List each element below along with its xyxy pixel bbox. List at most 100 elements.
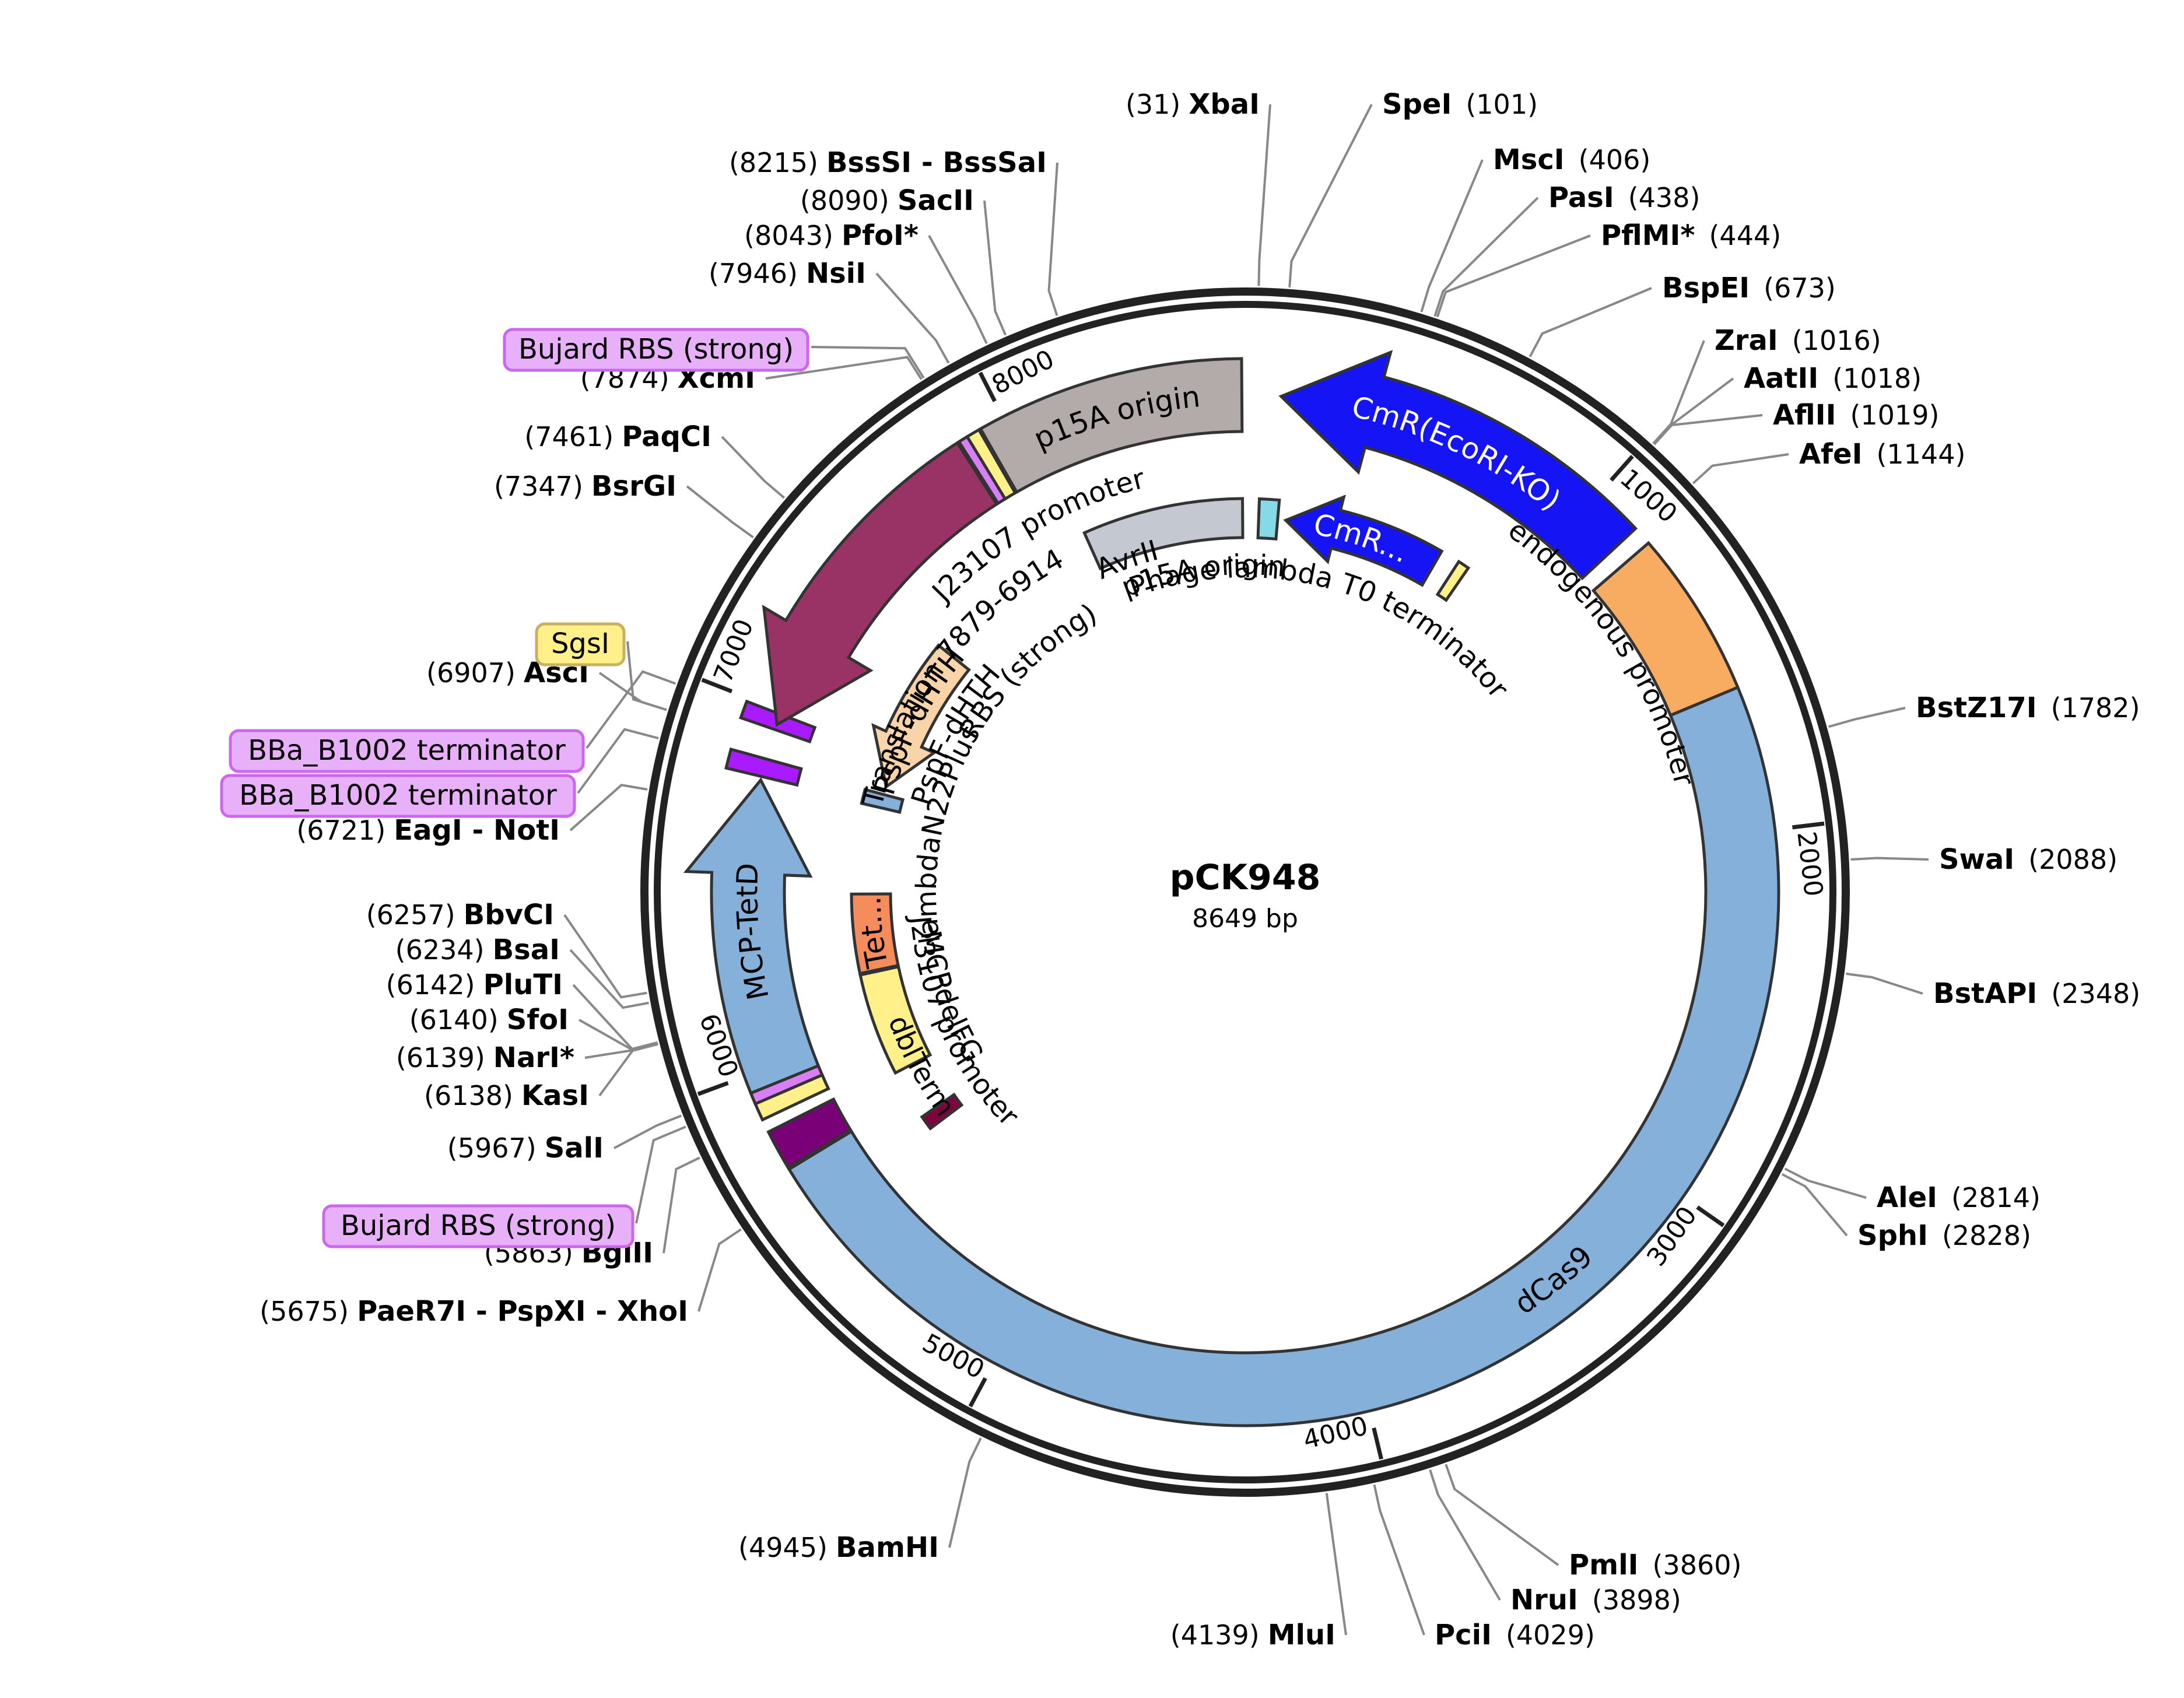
site-label: (6138)KasI bbox=[424, 1079, 589, 1112]
site-position: (3860) bbox=[1653, 1549, 1742, 1581]
site-position: (1016) bbox=[1792, 325, 1881, 356]
feature-tag-sgsi: SgsI bbox=[535, 622, 626, 666]
site-enzyme-name: PaqCI bbox=[622, 420, 711, 453]
site-position: (7946) bbox=[709, 258, 798, 289]
restriction-site-pluti: (6142)PluTI bbox=[386, 969, 563, 1001]
site-leader-line bbox=[1850, 857, 1929, 861]
feature-lambdan22plus bbox=[860, 787, 905, 814]
restriction-site-paer7i-pspxi-xhoi: (5675)PaeR7I - PspXI - XhoI bbox=[260, 1295, 688, 1328]
site-leader-line bbox=[697, 1228, 742, 1312]
site-label: SpeI(101) bbox=[1382, 88, 1538, 121]
tick-mark bbox=[1372, 1427, 1383, 1460]
backbone-outer-ring bbox=[640, 287, 1850, 1497]
feature-p15a-origin bbox=[1082, 497, 1245, 571]
box-leader-line bbox=[586, 670, 676, 749]
feature-tag-bujard-rbs-strong: Bujard RBS (strong) bbox=[322, 1204, 634, 1248]
site-label: PflMI*(444) bbox=[1601, 219, 1781, 252]
site-enzyme-name: SwaI bbox=[1939, 843, 2014, 876]
site-position: (6234) bbox=[395, 934, 485, 966]
site-label: BstAPI(2348) bbox=[1933, 977, 2140, 1010]
plasmid-name: pCK948 bbox=[1170, 857, 1321, 898]
site-label: PasI(438) bbox=[1548, 181, 1700, 214]
feature-bba-b1002-terminator bbox=[724, 747, 803, 787]
site-position: (438) bbox=[1628, 182, 1701, 213]
site-label: (6234)BsaI bbox=[395, 934, 560, 966]
restriction-site-pasi: PasI(438) bbox=[1548, 181, 1700, 214]
boxed-feature-labels: Bujard RBS (strong) SgsI BBa_B1002 termina… bbox=[220, 328, 925, 1248]
feature-tag-bujard-rbs-strong: Bujard RBS (strong) bbox=[503, 328, 809, 372]
site-leader-line bbox=[1653, 377, 1734, 445]
feature-mcpdelfg bbox=[858, 964, 933, 1075]
feature-tag-bba-b1002-terminator: BBa_B1002 terminator bbox=[229, 729, 585, 773]
site-leader-line bbox=[875, 272, 950, 364]
restriction-site-bstz17i: BstZ17I (1782) bbox=[1916, 692, 2140, 724]
restriction-site-paqci: (7461)PaqCI bbox=[524, 420, 711, 453]
site-leader-line bbox=[1784, 1167, 1867, 1199]
site-label: NruI(3898) bbox=[1510, 1584, 1681, 1616]
box-leader-line bbox=[811, 346, 925, 379]
center-title: pCK948 8649 bp bbox=[1170, 857, 1321, 934]
plasmid-length: 8649 bp bbox=[1192, 904, 1298, 934]
site-position: (5967) bbox=[447, 1132, 537, 1164]
restriction-site-afei: AfeI(1144) bbox=[1799, 438, 1965, 471]
feature-mcp-tetd bbox=[683, 777, 821, 1095]
site-label: (31)XbaI bbox=[1126, 88, 1260, 121]
site-enzyme-name: BspEI bbox=[1662, 272, 1750, 304]
site-leader-line bbox=[1529, 287, 1652, 357]
feature-phage-lambda-t0-terminator bbox=[1256, 497, 1281, 541]
site-leader-line bbox=[1288, 104, 1373, 287]
feature-dcas9 bbox=[787, 685, 1780, 1427]
restriction-site-spei: SpeI(101) bbox=[1382, 88, 1538, 121]
site-position: (1144) bbox=[1876, 438, 1965, 470]
feature-cmr-ecori-ko bbox=[1278, 350, 1638, 581]
backbone-inner-ring bbox=[654, 301, 1836, 1483]
site-label: SphI(2828) bbox=[1857, 1219, 2031, 1252]
feature-tag-box bbox=[503, 328, 809, 372]
site-label: (4139)MluI bbox=[1170, 1619, 1335, 1651]
site-leader-line bbox=[569, 949, 649, 1009]
site-label: AleI(2814) bbox=[1877, 1181, 2041, 1214]
backbone-rings bbox=[640, 287, 1850, 1497]
site-enzyme-name: NarI* bbox=[493, 1041, 574, 1074]
site-label: AflII(1019) bbox=[1773, 399, 1939, 431]
feature-tag-bba-b1002-terminator: BBa_B1002 terminator bbox=[220, 774, 576, 818]
restriction-site-sfoi: (6140)SfoI bbox=[409, 1004, 569, 1036]
site-enzyme-name: AflII bbox=[1773, 399, 1836, 431]
site-label: BspEI(673) bbox=[1662, 272, 1836, 304]
box-leader-line bbox=[577, 728, 659, 794]
site-label: (6140)SfoI bbox=[409, 1004, 569, 1036]
restriction-site-pflmi: PflMI*(444) bbox=[1601, 219, 1781, 252]
feature-tag-box bbox=[229, 729, 585, 773]
site-leader-line bbox=[662, 1156, 700, 1254]
site-position: (2088) bbox=[2028, 844, 2118, 875]
site-enzyme-name: NsiI bbox=[806, 257, 866, 290]
site-leader-line bbox=[572, 984, 658, 1051]
site-leader-line bbox=[928, 235, 988, 345]
restriction-site-nsii: (7946) NsiI bbox=[709, 257, 866, 290]
restriction-site-nari: (6139)NarI* bbox=[396, 1041, 574, 1074]
restriction-site-bsai: (6234)BsaI bbox=[395, 934, 560, 966]
restriction-site-aatii: AatII(1018) bbox=[1744, 362, 1922, 395]
site-position: (7347) bbox=[494, 471, 583, 502]
site-label: ZraI(1016) bbox=[1715, 324, 1881, 357]
tick-label: 7000 bbox=[708, 615, 759, 687]
site-enzyme-name: EagI - NotI bbox=[394, 814, 560, 847]
restriction-site-bspei: BspEI(673) bbox=[1662, 272, 1836, 304]
site-enzyme-name: MluI bbox=[1268, 1619, 1335, 1651]
restriction-site-sali: (5967)SalI bbox=[447, 1132, 604, 1164]
site-leader-line bbox=[563, 914, 647, 999]
site-leader-line bbox=[983, 200, 1007, 336]
site-label: (6139)NarI* bbox=[396, 1041, 574, 1074]
tick-mark bbox=[1610, 455, 1634, 482]
restriction-site-xbai: (31)XbaI bbox=[1126, 88, 1260, 121]
site-label: (6257)BbvCI bbox=[366, 899, 554, 931]
site-leader-line bbox=[1047, 162, 1058, 316]
restriction-site-pcii: PciI(4029) bbox=[1435, 1619, 1595, 1651]
site-enzyme-name: BstZ17I bbox=[1916, 692, 2037, 724]
site-label: (8043)PfoI* bbox=[744, 219, 919, 252]
site-position: (1782) bbox=[2051, 692, 2140, 724]
site-enzyme-name: SphI bbox=[1857, 1219, 1928, 1252]
site-enzyme-name: BsrGI bbox=[591, 470, 676, 503]
restriction-site-sacii: (8090)SacII bbox=[800, 184, 974, 217]
